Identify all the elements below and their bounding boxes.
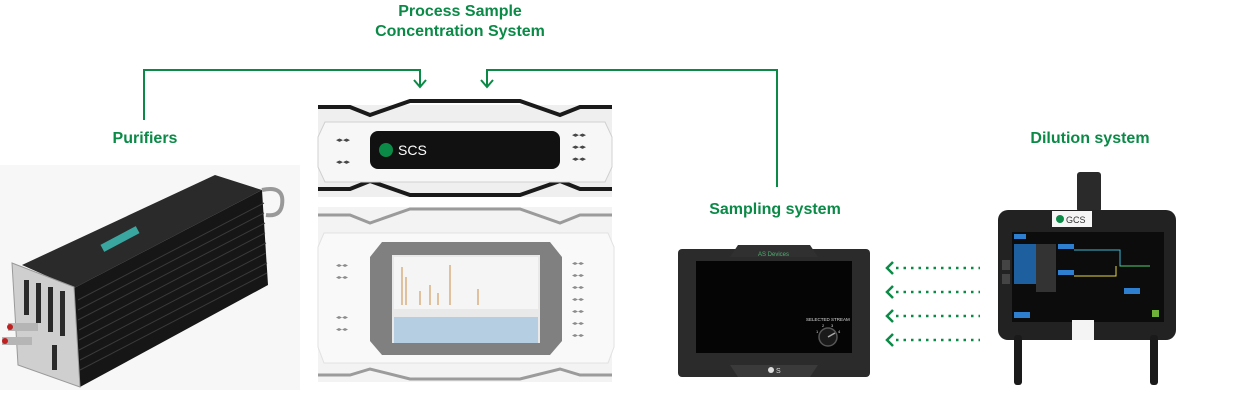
svg-text:◂▸◂▸: ◂▸◂▸ <box>336 263 348 269</box>
scs-bottom-unit: ◂▸◂▸ ◂▸◂▸ ◂▸◂▸ ◂▸◂▸ ◂▸◂▸ ◂▸◂▸ ◂▸◂▸ ◂▸◂▸ ◂▸◂▸ ◂▸… <box>317 207 615 382</box>
svg-text:◂▸◂▸: ◂▸◂▸ <box>336 275 348 281</box>
svg-text:◂▸◂▸: ◂▸◂▸ <box>572 144 587 151</box>
arrow-head-purifiers <box>413 79 427 89</box>
svg-text:◂▸◂▸: ◂▸◂▸ <box>572 285 584 291</box>
scs-top-unit: SCS ◂▸◂▸ ◂▸◂▸ ◂▸◂▸ ◂▸◂▸ ◂▸◂▸ <box>317 99 613 197</box>
label-purifiers: Purifiers <box>112 130 178 147</box>
label-dilution-system: Dilution system <box>1030 130 1150 147</box>
svg-text:◂▸◂▸: ◂▸◂▸ <box>336 315 348 321</box>
svg-text:◂▸◂▸: ◂▸◂▸ <box>336 137 351 144</box>
stream-pos-3: 3 <box>831 323 834 328</box>
purifier-device-image <box>0 165 300 390</box>
label-sampling-system: Sampling system <box>709 201 841 218</box>
svg-text:◂▸◂▸: ◂▸◂▸ <box>572 156 587 163</box>
dotted-arrow-2 <box>885 285 980 299</box>
connector-purifiers-to-scs <box>143 69 421 120</box>
dilution-device-image: GCS <box>998 172 1176 385</box>
stream-pos-1: 1 <box>816 329 819 334</box>
svg-text:◂▸◂▸: ◂▸◂▸ <box>572 297 584 303</box>
sampling-model-text: S <box>776 368 781 375</box>
stream-pos-2: 2 <box>822 323 825 328</box>
svg-text:◂▸◂▸: ◂▸◂▸ <box>572 132 587 139</box>
svg-text:◂▸◂▸: ◂▸◂▸ <box>572 321 584 327</box>
title-line-1: Process Sample <box>398 3 522 20</box>
svg-text:◂▸◂▸: ◂▸◂▸ <box>572 273 584 279</box>
sampling-brand-text: AS Devices <box>758 252 789 258</box>
selected-stream-label: SELECTED STREAM <box>806 317 850 322</box>
sampling-device-image: AS Devices SELECTED STREAM 1 2 3 4 S <box>678 245 870 377</box>
svg-text:◂▸◂▸: ◂▸◂▸ <box>572 261 584 267</box>
dotted-arrow-1 <box>885 261 980 275</box>
diagram-title: Process Sample Concentration System <box>330 2 590 42</box>
svg-text:◂▸◂▸: ◂▸◂▸ <box>336 327 348 333</box>
gcs-brand-text: GCS <box>1066 215 1086 225</box>
svg-text:◂▸◂▸: ◂▸◂▸ <box>572 309 584 315</box>
scs-device-image: SCS ◂▸◂▸◂▸◂▸ ◂▸◂▸◂▸◂▸◂▸◂▸ ◂▸◂▸◂▸◂▸◂▸◂▸◂▸… <box>317 99 615 382</box>
scs-brand-text: SCS <box>398 142 427 158</box>
dotted-arrow-4 <box>885 333 980 347</box>
arrow-head-sampling <box>480 79 494 89</box>
svg-text:◂▸◂▸: ◂▸◂▸ <box>336 159 351 166</box>
title-line-2: Concentration System <box>375 23 545 40</box>
svg-text:◂▸◂▸: ◂▸◂▸ <box>572 333 584 339</box>
stream-pos-4: 4 <box>838 329 841 334</box>
connector-sampling-to-scs <box>486 69 778 187</box>
dotted-arrow-3 <box>885 309 980 323</box>
